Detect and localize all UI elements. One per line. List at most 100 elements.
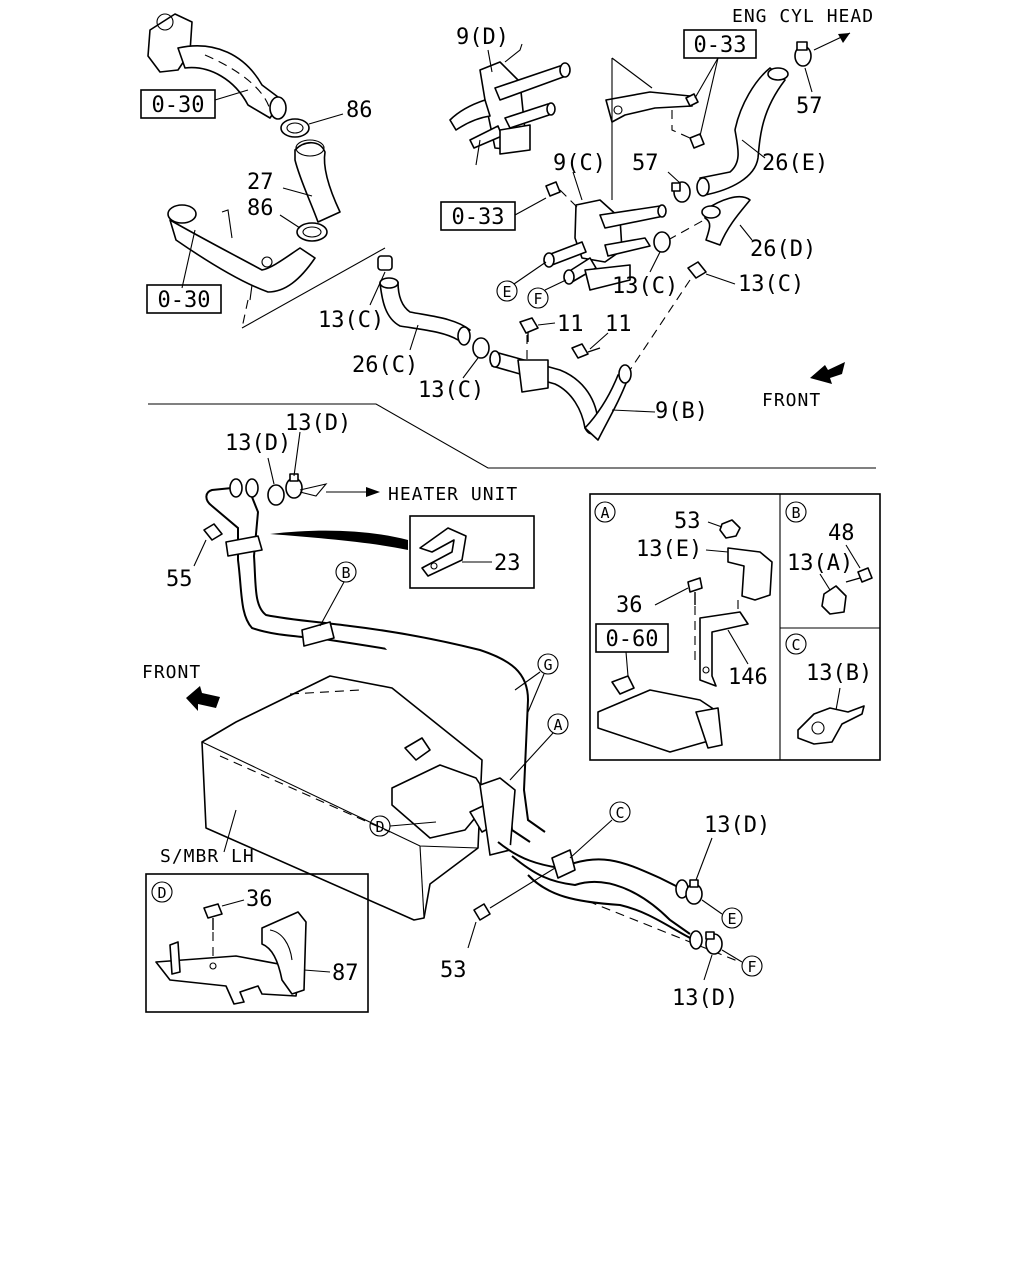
ref-box-0-33-lower <box>440 201 516 231</box>
label-heater-unit: HEATER UNIT <box>388 484 518 505</box>
hose-26c <box>379 277 471 346</box>
callout-c-panel: C <box>785 633 807 655</box>
ref-0-60: 0-60 <box>606 627 659 652</box>
clamp-13d-heater-2 <box>285 473 303 499</box>
clamp-86-upper <box>280 118 310 138</box>
bolt-11-left <box>519 317 539 342</box>
clamp-86-lower <box>296 222 328 242</box>
svg-text:F: F <box>747 958 756 976</box>
ref-box-0-30-upper <box>140 89 216 119</box>
pipe-9b <box>489 350 632 441</box>
bolt-36-a <box>687 577 703 605</box>
svg-text:A: A <box>600 504 609 522</box>
label-9b: 9(B) <box>655 399 708 424</box>
heater-pipes <box>205 478 546 843</box>
label-11-right: 11 <box>605 312 632 337</box>
label-36-d: 36 <box>246 887 273 912</box>
callout-e-lower: E <box>721 907 743 929</box>
label-9c: 9(C) <box>553 151 606 176</box>
label-146: 146 <box>728 665 768 690</box>
clamp-13d-lower-1 <box>685 879 703 905</box>
svg-text:B: B <box>791 504 800 522</box>
ref-0-33-lower: 0-33 <box>452 205 505 230</box>
front-arrow-lower-icon <box>186 686 220 711</box>
pipe-assembly-9d <box>449 43 571 166</box>
hose-26d <box>701 195 751 246</box>
clamp-13c-right <box>653 231 671 253</box>
label-53-lower: 53 <box>440 958 467 983</box>
callout-c-lower: C <box>609 801 631 823</box>
label-86-lower: 86 <box>247 196 274 221</box>
detail-box-23 <box>409 515 535 589</box>
callout-a-panel: A <box>594 501 616 523</box>
clamp-13e <box>727 547 773 601</box>
bolt-11-right <box>571 343 601 359</box>
label-86-upper: 86 <box>346 98 373 123</box>
label-26d: 26(D) <box>750 237 816 262</box>
clamp-13d-lower-2 <box>705 931 723 955</box>
svg-text:G: G <box>543 656 552 674</box>
ref-box-0-60 <box>595 623 669 653</box>
svg-text:B: B <box>341 564 350 582</box>
bracket-146 <box>699 611 749 687</box>
clamp-13c-far-right <box>687 261 707 279</box>
bolt-48 <box>845 567 873 583</box>
clamp-87 <box>261 911 307 995</box>
label-eng-cyl-head: ENG CYL HEAD <box>732 6 874 27</box>
ref-box-0-33-top <box>683 29 757 59</box>
label-13d-heater-left: 13(D) <box>225 431 291 456</box>
svg-text:D: D <box>375 818 384 836</box>
clip-53-lower <box>473 903 491 921</box>
label-48: 48 <box>828 521 855 546</box>
callout-b-panel: B <box>785 501 807 523</box>
label-13d-lower-top: 13(D) <box>704 813 770 838</box>
section-divider <box>148 403 876 469</box>
callout-e-upper: E <box>496 280 518 302</box>
thermostat-housing <box>147 13 287 120</box>
label-13d-lower-bottom: 13(D) <box>672 986 738 1011</box>
clip-55 <box>203 523 223 541</box>
svg-text:A: A <box>553 716 562 734</box>
subframe-lh <box>201 675 741 963</box>
callout-b-lower: B <box>335 561 357 583</box>
clamp-13d-heater-1 <box>267 484 285 506</box>
callout-a-lower: A <box>547 713 569 735</box>
clamp-13b <box>797 705 865 745</box>
callout-d-panel: D <box>151 881 173 903</box>
label-13d-heater-right: 13(D) <box>285 411 351 436</box>
ref-0-30-lower: 0-30 <box>158 288 211 313</box>
clip-23 <box>419 527 467 577</box>
detail-box-d <box>145 873 369 1013</box>
svg-text:C: C <box>791 636 800 654</box>
pipe-assembly-9c <box>543 199 667 291</box>
label-front-upper: FRONT <box>762 390 821 411</box>
label-13c-left: 13(C) <box>318 308 384 333</box>
front-arrow-upper-icon <box>810 362 845 384</box>
label-53-a: 53 <box>674 509 701 534</box>
label-36-a: 36 <box>616 593 643 618</box>
label-87: 87 <box>332 961 359 986</box>
label-26e: 26(E) <box>762 151 828 176</box>
label-23: 23 <box>494 551 521 576</box>
label-13a: 13(A) <box>787 551 853 576</box>
bolt-0-33-lower <box>545 181 579 209</box>
label-13c-center: 13(C) <box>612 274 678 299</box>
clamp-13c-upper <box>377 255 393 271</box>
label-55: 55 <box>166 567 193 592</box>
svg-text:E: E <box>502 283 511 301</box>
label-11-left: 11 <box>557 312 584 337</box>
subframe-bracket <box>391 737 516 856</box>
label-57-lower: 57 <box>632 151 659 176</box>
callout-g: G <box>537 653 559 675</box>
label-13e: 13(E) <box>636 537 702 562</box>
label-13c-right: 13(C) <box>738 272 804 297</box>
hose-26e <box>696 67 789 197</box>
clamp-57-lower <box>671 181 691 203</box>
label-front-lower: FRONT <box>142 662 201 683</box>
svg-text:F: F <box>533 290 542 308</box>
callout-f-lower: F <box>741 955 763 977</box>
callout-f-upper: F <box>527 287 549 309</box>
bolt-36-d <box>203 903 223 930</box>
